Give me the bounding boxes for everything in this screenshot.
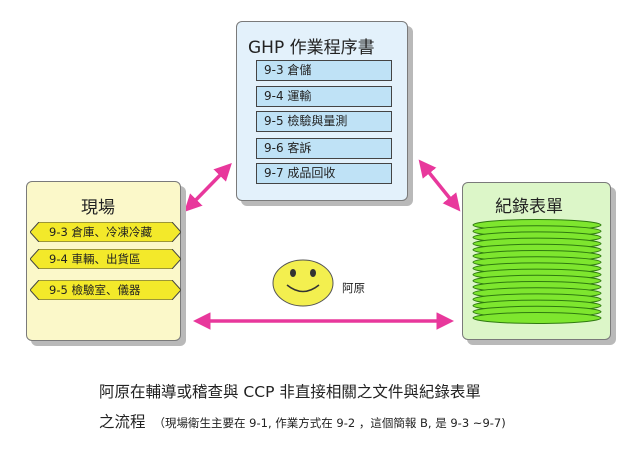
site-item-shape xyxy=(30,222,181,242)
caption-line-2: 之流程 （現場衛生主要在 9-1, 作業方式在 9-2 ，這個簡報 B, 是 9-… xyxy=(99,410,506,432)
records-box: 紀錄表單 xyxy=(462,182,611,340)
person-label: 阿原 xyxy=(342,281,365,295)
ghp-item-complaint: 9-6 客訴 xyxy=(256,138,392,159)
site-box: 現場 9-3 倉庫、冷凍冷藏 9-4 車輛、出貨區 9-5 檢驗室、儀器 xyxy=(26,181,181,341)
arrow-ghp-site xyxy=(184,162,232,213)
records-title: 紀錄表單 xyxy=(495,197,563,217)
caption-line-2-main: 之流程 xyxy=(99,413,146,431)
arrow-ghp-records xyxy=(418,159,461,212)
ghp-procedure-box: GHP 作業程序書 9-3 倉儲 9-4 運輸 9-5 檢驗與量測 9-6 客訴… xyxy=(236,21,408,201)
caption-note: （現場衛生主要在 9-1, 作業方式在 9-2 ，這個簡報 B, 是 9-3 ~… xyxy=(153,416,506,430)
site-item-label: 9-4 車輛、出貨區 xyxy=(49,252,141,266)
record-form-disc xyxy=(472,312,602,324)
ghp-item-storage: 9-3 倉儲 xyxy=(256,60,392,81)
ghp-item-recall: 9-7 成品回收 xyxy=(256,163,392,184)
site-item-shape xyxy=(30,280,181,300)
site-title: 現場 xyxy=(81,198,115,218)
record-forms-stack xyxy=(472,219,602,324)
caption-line-1: 阿原在輔導或稽查與 CCP 非直接相關之文件與紀錄表單 xyxy=(99,383,481,401)
ghp-title: GHP 作業程序書 xyxy=(248,38,375,58)
site-item-label: 9-5 檢驗室、儀器 xyxy=(49,283,141,297)
site-item-vehicles: 9-4 車輛、出貨區 xyxy=(30,249,181,269)
site-item-warehouse: 9-3 倉庫、冷凍冷藏 xyxy=(30,222,181,242)
ghp-item-inspection: 9-5 檢驗與量測 xyxy=(256,111,392,132)
site-item-lab: 9-5 檢驗室、儀器 xyxy=(30,280,181,300)
ghp-item-transport: 9-4 運輸 xyxy=(256,86,392,107)
site-item-label: 9-3 倉庫、冷凍冷藏 xyxy=(49,225,152,239)
person-smiley xyxy=(271,258,337,312)
site-item-shape xyxy=(30,249,181,269)
diagram-caption: 阿原在輔導或稽查與 CCP 非直接相關之文件與紀錄表單 之流程 （現場衛生主要在 … xyxy=(99,380,506,432)
smiley-face-icon xyxy=(272,259,334,307)
